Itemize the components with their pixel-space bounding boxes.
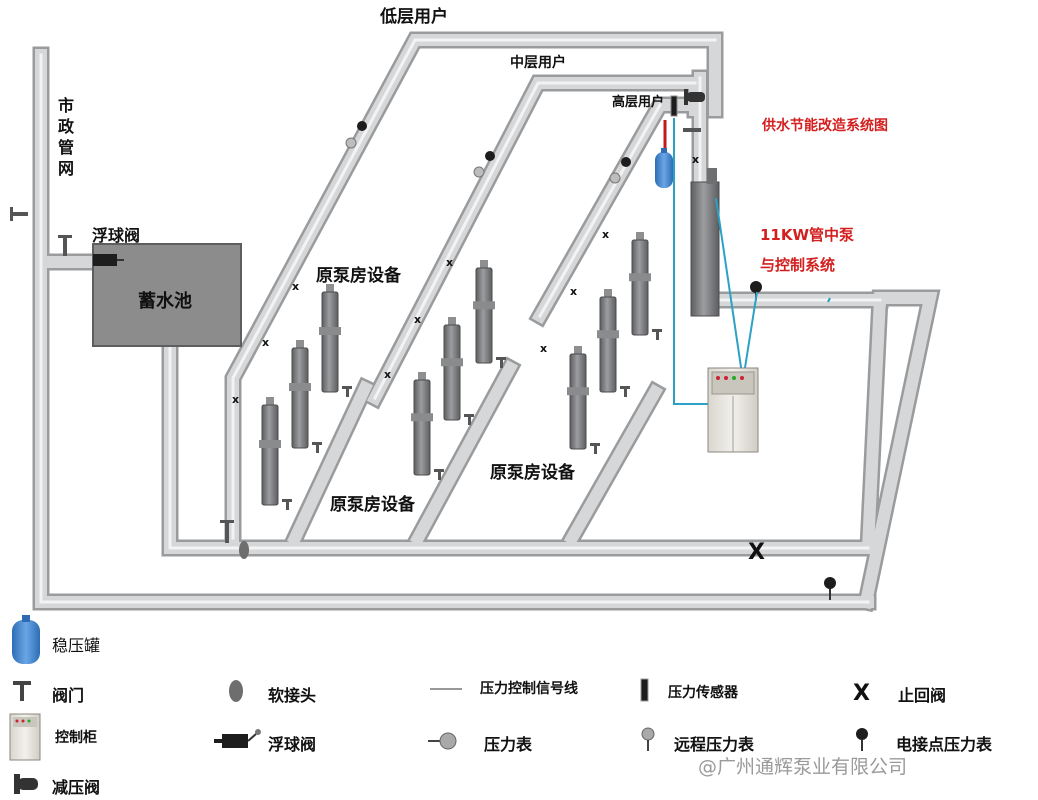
legend-contact-gauge-label: 电接点压力表: [896, 735, 993, 754]
legend-pressure-sensor-icon: [640, 678, 649, 702]
legend-reducing-valve-label: 减压阀: [52, 778, 101, 797]
pump-unit: x: [414, 313, 474, 425]
valve-icon-high: [683, 128, 701, 132]
pressure-sensor-icon: [670, 95, 678, 117]
pump-unit: x: [262, 336, 322, 453]
riser-gauges: [345, 121, 631, 184]
pipeline-pump: x: [690, 153, 720, 317]
legend-contact-gauge-icon: [856, 728, 868, 751]
svg-text:x: x: [692, 153, 699, 166]
label-new-pump-line1: 11KW管中泵: [760, 226, 855, 244]
svg-text:x: x: [570, 285, 577, 298]
label-mid-users: 中层用户: [510, 55, 566, 71]
svg-text:x: x: [232, 393, 239, 406]
label-low-users: 低层用户: [380, 7, 448, 27]
legend-float-valve-label: 浮球阀: [268, 735, 317, 754]
legend-control-cabinet-label: 控制柜: [55, 730, 97, 746]
pump-unit: x: [570, 285, 630, 397]
check-valve-icon: X: [748, 540, 765, 565]
svg-text:x: x: [384, 368, 391, 381]
surge-tank-icon: [655, 148, 673, 188]
legend-remote-gauge-icon: [641, 727, 655, 751]
pump-unit: x: [602, 228, 662, 340]
legend-check-valve-label: 止回阀: [898, 686, 947, 705]
label-original-pump-room-1: 原泵房设备: [316, 266, 401, 286]
pump-unit: x: [384, 368, 444, 480]
svg-text:x: x: [540, 342, 547, 355]
pipe-network: [32, 31, 941, 613]
pump-unit: x: [292, 280, 352, 397]
legend-pressure-sensor-label: 压力传感器: [668, 685, 738, 701]
legend-valve-icon: [13, 681, 31, 701]
legend-surge-tank-icon: [12, 615, 40, 664]
legend-check-valve-icon: X: [853, 681, 870, 706]
svg-text:x: x: [602, 228, 609, 241]
pump-unit: x: [446, 256, 506, 368]
flex-joint-icon: [239, 541, 249, 559]
contact-gauge-icon: [824, 577, 836, 600]
svg-text:x: x: [446, 256, 453, 269]
legend-pressure-gauge-icon: [428, 732, 457, 750]
legend-pressure-gauge-label: 压力表: [484, 735, 533, 754]
legend-flex-joint-icon: [229, 680, 243, 702]
legend-flex-joint-label: 软接头: [268, 686, 317, 705]
svg-text:x: x: [292, 280, 299, 293]
valve-icon: [10, 207, 234, 543]
svg-text:x: x: [262, 336, 269, 349]
diagram-title: 供水节能改造系统图: [762, 118, 888, 134]
legend-float-valve-icon: [214, 729, 261, 748]
legend-icons: X: [9, 615, 870, 794]
reducing-valve-icon: [684, 89, 705, 105]
label-original-pump-room-2: 原泵房设备: [330, 495, 415, 515]
label-new-pump-line2: 与控制系统: [760, 256, 836, 274]
label-original-pump-room-3: 原泵房设备: [490, 463, 575, 483]
signal-lines: [673, 118, 831, 405]
pump-unit: x: [232, 393, 292, 510]
legend-control-cabinet-icon: [9, 713, 41, 761]
control-cabinet: [707, 367, 759, 453]
original-pump-groups: x x x x x x x x x: [232, 228, 662, 510]
label-high-users: 高层用户: [612, 95, 665, 110]
watermark: @广州通辉泵业有限公司: [698, 756, 908, 778]
pump-unit: x: [540, 342, 600, 454]
legend-remote-gauge-label: 远程压力表: [674, 735, 755, 754]
label-reservoir: 蓄水池: [138, 291, 192, 312]
label-municipal-network: 市政管网: [57, 96, 74, 178]
legend-signal-line-label: 压力控制信号线: [480, 681, 578, 697]
legend-reducing-valve-icon: [14, 774, 38, 794]
legend-valve-label: 阀门: [52, 686, 85, 705]
label-float-valve: 浮球阀: [92, 226, 141, 245]
svg-text:x: x: [414, 313, 421, 326]
float-valve-icon: [93, 254, 124, 266]
legend-surge-tank-label: 稳压罐: [52, 636, 101, 655]
